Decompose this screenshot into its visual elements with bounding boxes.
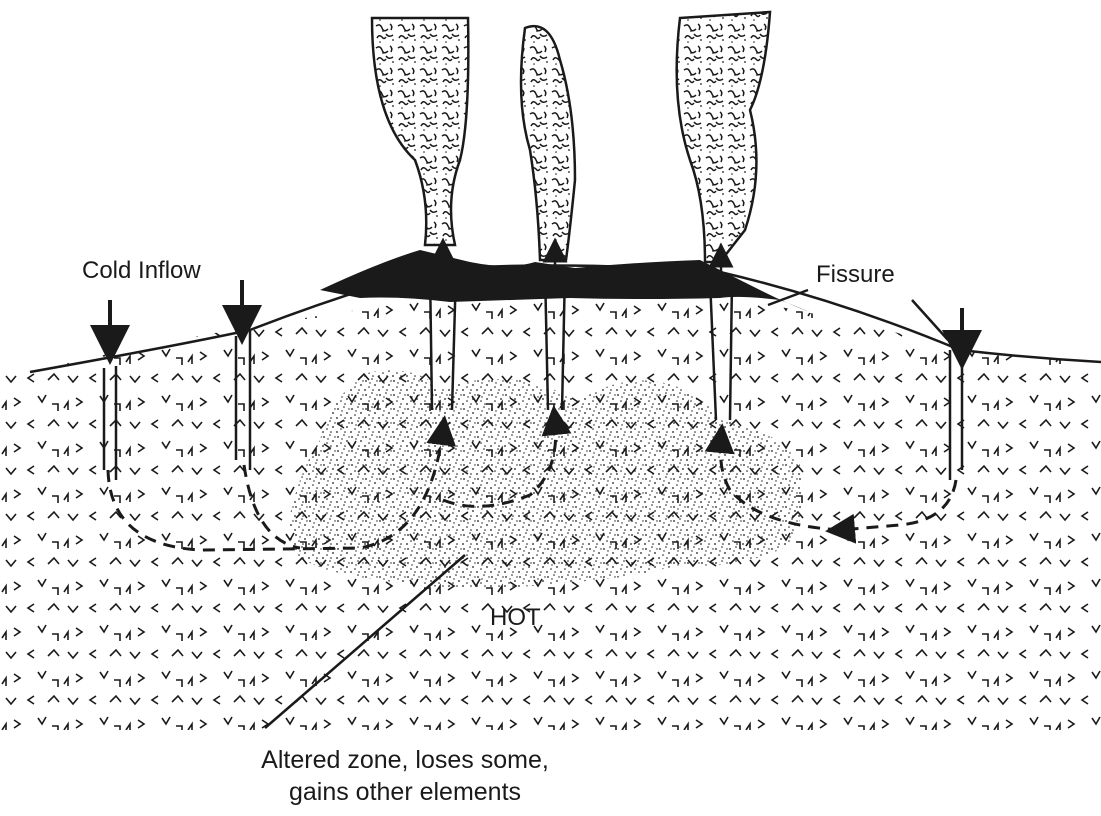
plume-middle bbox=[521, 26, 575, 260]
cold-inflow-label: Cold Inflow bbox=[82, 257, 201, 284]
plume-right bbox=[677, 12, 770, 262]
fissure-label: Fissure bbox=[816, 261, 895, 288]
plume-left bbox=[372, 18, 468, 245]
altered-zone-label-line1: Altered zone, loses some, bbox=[261, 746, 549, 774]
altered-zone-label-line2: gains other elements bbox=[289, 778, 521, 806]
hot-label: HOT bbox=[490, 604, 541, 631]
